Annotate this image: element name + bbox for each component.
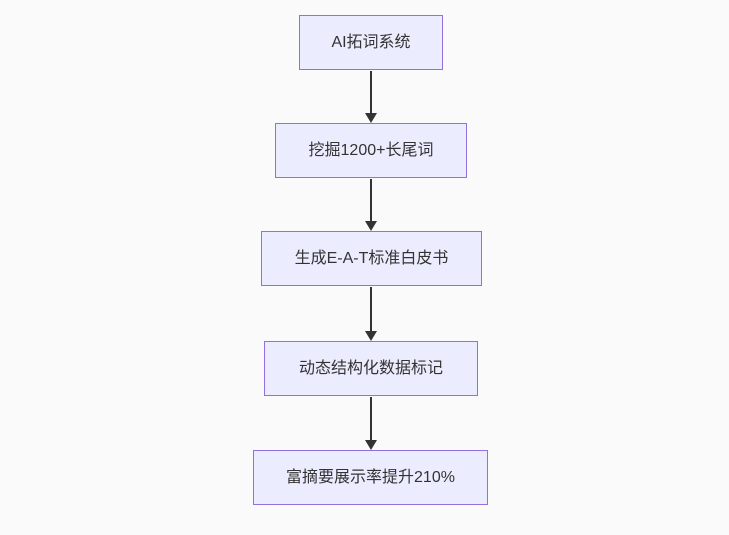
flow-node-longtail-mining: 挖掘1200+长尾词 bbox=[275, 123, 467, 178]
arrowhead-icon bbox=[365, 113, 377, 123]
flow-node-label: AI拓词系统 bbox=[331, 33, 411, 51]
arrow-shaft bbox=[370, 71, 372, 114]
flow-node-ai-word-expansion: AI拓词系统 bbox=[299, 15, 443, 70]
flow-node-label: 动态结构化数据标记 bbox=[298, 359, 443, 377]
arrow-shaft bbox=[370, 287, 372, 332]
flow-node-label: 生成E-A-T标准白皮书 bbox=[294, 249, 449, 267]
flow-node-eat-whitepaper: 生成E-A-T标准白皮书 bbox=[261, 231, 482, 286]
arrow-shaft bbox=[370, 179, 372, 222]
flow-arrow-2 bbox=[364, 179, 378, 231]
flow-arrow-4 bbox=[364, 397, 378, 450]
flow-node-structured-data: 动态结构化数据标记 bbox=[264, 341, 478, 396]
arrow-shaft bbox=[370, 397, 372, 441]
arrowhead-icon bbox=[365, 440, 377, 450]
flow-arrow-3 bbox=[364, 287, 378, 341]
arrowhead-icon bbox=[365, 221, 377, 231]
flow-node-label: 挖掘1200+长尾词 bbox=[308, 141, 434, 159]
flow-arrow-1 bbox=[364, 71, 378, 123]
flow-node-rich-snippet-result: 富摘要展示率提升210% bbox=[253, 450, 488, 505]
arrowhead-icon bbox=[365, 331, 377, 341]
flow-node-label: 富摘要展示率提升210% bbox=[286, 468, 455, 486]
